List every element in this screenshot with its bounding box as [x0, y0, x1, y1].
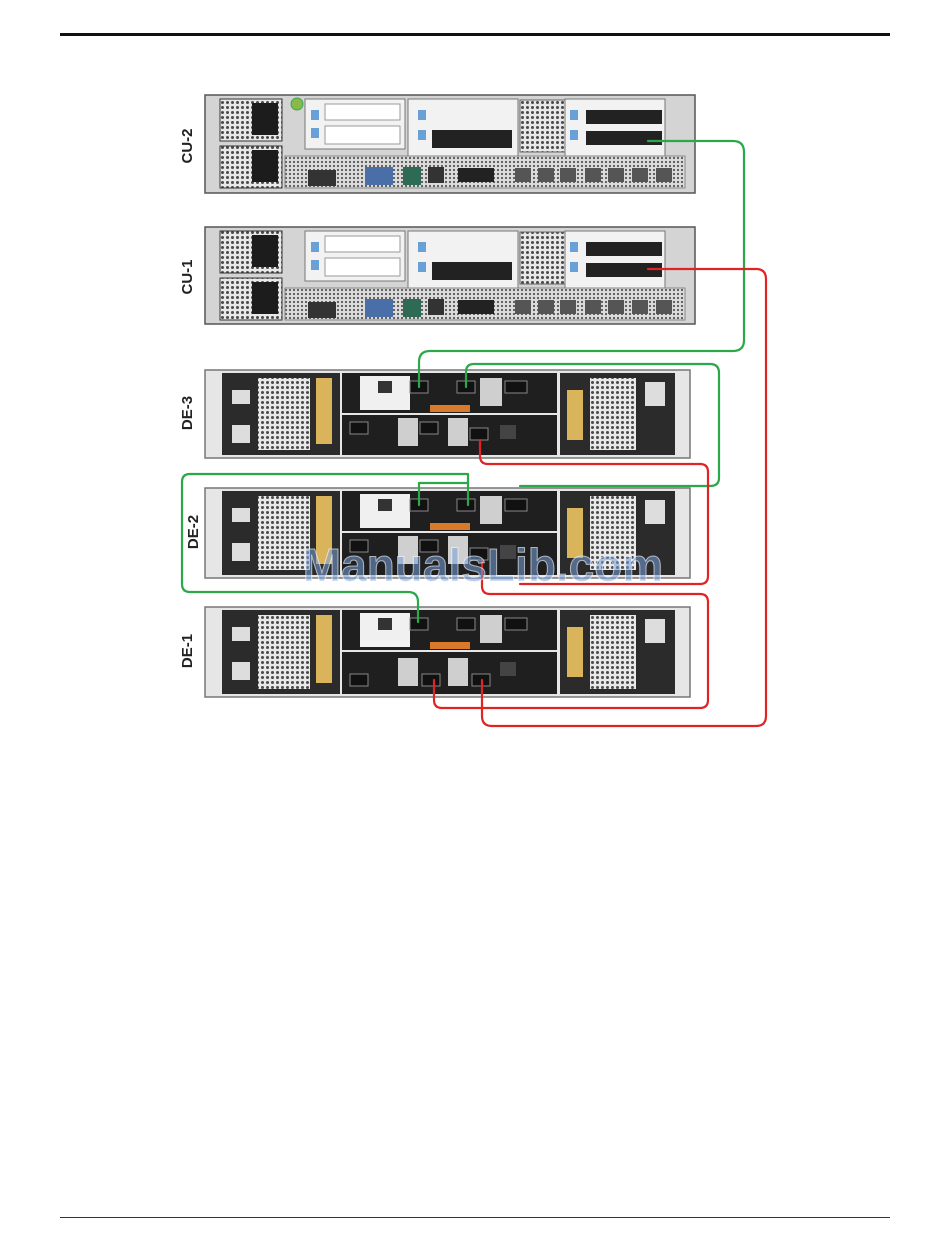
label-de1: DE-1 [179, 634, 196, 668]
label-cu2: CU-2 [179, 128, 196, 163]
controller-unit-cu1 [205, 227, 695, 324]
label-de3: DE-3 [179, 396, 196, 430]
disk-enclosure-de3 [205, 370, 690, 458]
disk-enclosure-de1 [205, 607, 690, 697]
controller-unit-cu2 [205, 95, 695, 193]
footer-rule [60, 1217, 890, 1218]
label-cu1: CU-1 [179, 259, 196, 294]
label-de2: DE-2 [185, 515, 202, 549]
disk-enclosure-de2 [205, 488, 690, 578]
